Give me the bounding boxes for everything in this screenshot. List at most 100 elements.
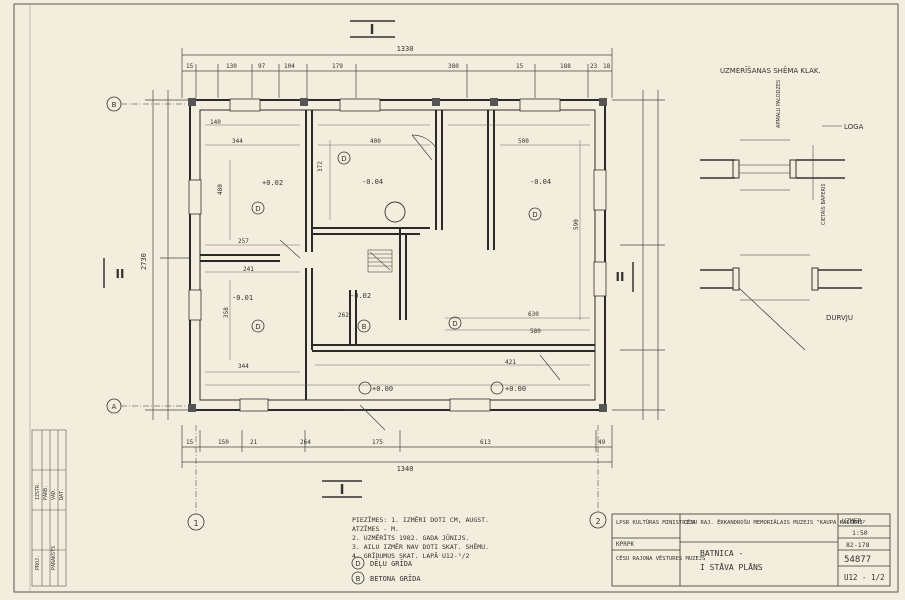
svg-text:DĒĻU GRĪDA: DĒĻU GRĪDA	[370, 559, 413, 569]
svg-text:372: 372	[317, 161, 324, 172]
svg-text:-0.02: -0.02	[350, 292, 371, 300]
svg-text:D: D	[341, 155, 346, 163]
axis-bubble-2: 2	[589, 425, 607, 529]
sheet-border	[13, 3, 899, 593]
svg-text:PROJ.: PROJ.	[35, 555, 41, 570]
svg-text:B: B	[112, 101, 117, 109]
room-7: +0.00 421	[490, 359, 526, 395]
svg-text:D: D	[255, 323, 260, 331]
svg-text:82-178: 82-178	[846, 541, 870, 549]
svg-text:97: 97	[258, 63, 266, 70]
svg-text:344: 344	[232, 138, 243, 145]
svg-text:54877: 54877	[844, 555, 871, 565]
svg-text:BETONA GRĪDA: BETONA GRĪDA	[370, 574, 421, 583]
svg-text:DAT.: DAT.	[59, 488, 65, 500]
svg-text:LPSR KULTŪRAS MINISTRIJA: LPSR KULTŪRAS MINISTRIJA	[616, 519, 696, 526]
svg-text:CĒSU RAJ. ĒRKANDROŠU MEMORIĀLA: CĒSU RAJ. ĒRKANDROŠU MEMORIĀLAIS MUZEJS …	[684, 519, 866, 526]
svg-text:257: 257	[238, 238, 249, 245]
detail-apmalu-label: APMALU PALODZES	[776, 80, 782, 128]
section-marker-top: I	[350, 20, 395, 38]
side-stamp	[31, 429, 67, 587]
svg-text:630: 630	[528, 311, 539, 318]
svg-text:2. UZMĒRĪTS 1982. GADA JŪNIJS.: 2. UZMĒRĪTS 1982. GADA JŪNIJS.	[352, 533, 469, 542]
svg-text:IZSTR.: IZSTR.	[35, 482, 41, 500]
stair	[367, 249, 393, 273]
detail-cietais-label: CIETAIS BAPERIS	[821, 183, 827, 225]
svg-text:D: D	[255, 205, 260, 213]
room-1: D +0.02 344 480 140 257	[210, 119, 283, 245]
right-dimension-chain	[612, 90, 665, 420]
room-5: B -0.02 262	[338, 292, 371, 333]
svg-text:400: 400	[370, 138, 381, 145]
svg-text:D: D	[452, 320, 457, 328]
top-total-dimension: 1330	[397, 45, 414, 53]
svg-text:480: 480	[217, 184, 224, 195]
svg-text:PIEZĪMES: 1. IZMĒRI DOTI CM, A: PIEZĪMES: 1. IZMĒRI DOTI CM, AUGST.	[352, 515, 489, 524]
detail-durvju-label: DURVJU	[826, 314, 853, 322]
svg-text:D: D	[532, 211, 537, 219]
legend-block: D DĒĻU GRĪDA B BETONA GRĪDA	[351, 556, 421, 585]
bottom-total-dimension: 1340	[397, 465, 414, 473]
svg-text:B: B	[356, 575, 361, 583]
svg-text:-0.04: -0.04	[362, 178, 383, 186]
detail-title: UZMERĪŠANAS SHĒMA KLAK.	[720, 66, 821, 75]
svg-text:21: 21	[250, 439, 258, 446]
bottom-dimension-chain	[181, 425, 613, 468]
svg-text:104: 104	[284, 63, 295, 70]
svg-text:262: 262	[338, 312, 349, 319]
axis-bubble-1: 1	[187, 425, 205, 531]
stove-round	[384, 201, 406, 223]
svg-text:15: 15	[186, 439, 194, 446]
svg-text:15: 15	[186, 63, 194, 70]
svg-text:VAD.: VAD.	[51, 488, 57, 500]
door-swings	[279, 134, 561, 431]
corner-posts	[188, 98, 607, 412]
svg-text:+0.00: +0.00	[505, 385, 526, 393]
title-block-text: LPSR KULTŪRAS MINISTRIJA KPRPK CĒSU RAJO…	[616, 517, 885, 582]
svg-text:4. GRĪDUMUS SKAT. LAPĀ U12-³/2: 4. GRĪDUMUS SKAT. LAPĀ U12-³/2	[352, 551, 469, 560]
svg-text:U12 - 1/2: U12 - 1/2	[844, 573, 885, 582]
interior-walls	[200, 110, 595, 400]
room-6: D 630 580	[448, 311, 541, 335]
internal-dimension-lines	[205, 124, 590, 386]
svg-text:ATZĪMES - M.: ATZĪMES - M.	[352, 524, 399, 533]
section-marker-right: II	[616, 262, 634, 292]
svg-text:KPRPK: KPRPK	[616, 541, 634, 548]
svg-text:I STĀVA PLĀNS: I STĀVA PLĀNS	[700, 562, 763, 572]
svg-text:18: 18	[603, 63, 611, 70]
svg-text:1:50: 1:50	[852, 529, 868, 537]
section-marker-left: II	[103, 258, 125, 288]
svg-text:UZMER.: UZMER.	[842, 517, 865, 525]
notes-block: PIEZĪMES: 1. IZMĒRI DOTI CM, AUGST. ATZĪ…	[352, 515, 489, 560]
svg-text:II: II	[116, 267, 125, 281]
svg-text:BATNICA -: BATNICA -	[700, 549, 743, 558]
top-dimension-chain	[181, 48, 613, 98]
bottom-dimension-labels: 15 150 21 264 175 613 49	[186, 439, 606, 446]
left-dimension-chain	[145, 90, 190, 420]
svg-text:241: 241	[243, 266, 254, 273]
svg-text:15: 15	[516, 63, 524, 70]
svg-text:140: 140	[210, 119, 221, 126]
svg-text:D: D	[355, 560, 360, 568]
svg-text:179: 179	[332, 63, 343, 70]
svg-text:I: I	[370, 23, 375, 38]
svg-text:1: 1	[193, 519, 198, 528]
side-stamp-labels: IZSTR. PĀRB. VAD. DAT. PROJ. PARAKSTS	[35, 482, 65, 570]
svg-text:358: 358	[223, 307, 230, 318]
svg-text:B: B	[362, 323, 367, 331]
svg-text:PARAKSTS: PARAKSTS	[51, 546, 57, 570]
svg-text:A: A	[112, 403, 117, 411]
svg-text:-0.04: -0.04	[530, 178, 551, 186]
svg-text:CĒSU RAJONA VĒSTURES MUZEJS: CĒSU RAJONA VĒSTURES MUZEJS	[616, 555, 705, 562]
svg-text:+0.00: +0.00	[372, 385, 393, 393]
svg-text:380: 380	[448, 63, 459, 70]
svg-text:I: I	[340, 483, 345, 498]
window-detail	[700, 125, 845, 200]
axis-bubble-a: A	[106, 398, 186, 414]
svg-text:-0.01: -0.01	[232, 294, 253, 302]
title-block	[611, 513, 891, 587]
left-total-dimension: 2730	[140, 253, 148, 270]
top-dimension-labels: 15 130 97 104 179 380 15 188 23 18	[186, 63, 611, 70]
